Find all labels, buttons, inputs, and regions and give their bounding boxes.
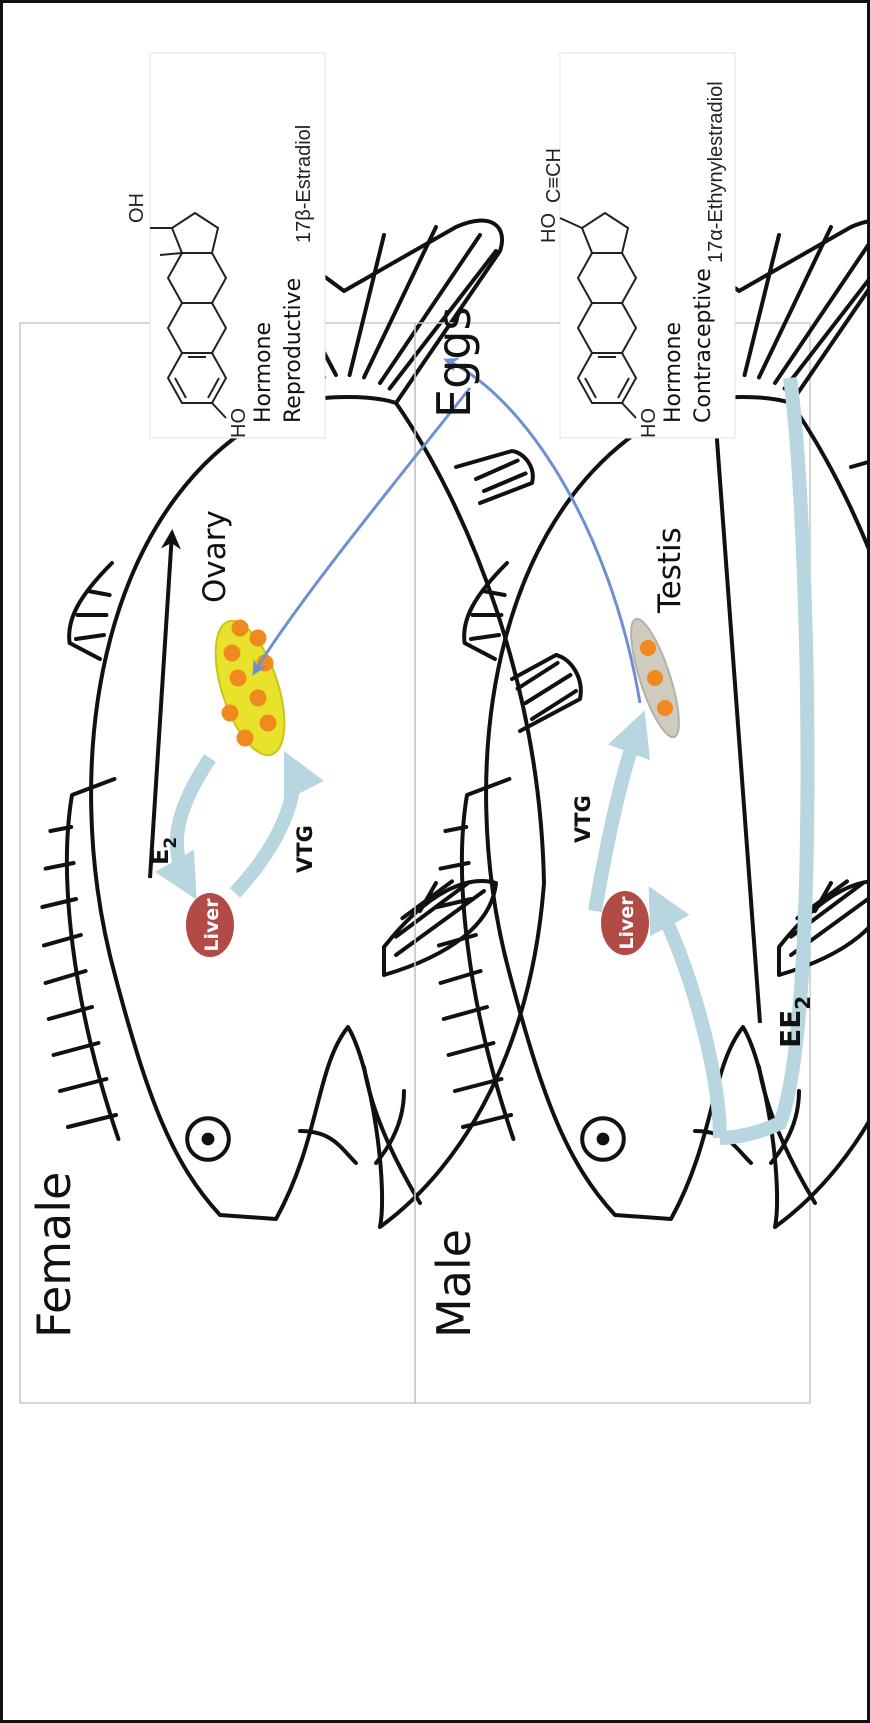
male-title: Male	[427, 1229, 481, 1338]
estradiol-caption-line1: Reproductive	[281, 278, 306, 423]
ee2-molecule-arrow	[710, 345, 760, 1023]
liver-label-male: Liver	[616, 896, 638, 950]
ethynylestradiol-caption-line2: Hormone	[661, 322, 686, 423]
liver-label-female: Liver	[201, 898, 223, 952]
ee2-to-liver-arrow	[655, 898, 720, 1138]
vtg-flow-arrow-female	[235, 763, 293, 893]
fish-eye-icon	[597, 1133, 610, 1146]
ethynylestradiol-ho-left: HO	[638, 408, 660, 438]
ovary-label: Ovary	[197, 510, 233, 603]
ethynylestradiol-ho-top: HO	[538, 213, 560, 243]
e2-flow-arrow	[177, 758, 210, 888]
ethynylestradiol-ethynyl: C≡CH	[543, 148, 565, 203]
testis-label: Testis	[652, 527, 688, 614]
eggs-label: Eggs	[427, 307, 481, 418]
estradiol-ho-left: HO	[228, 408, 250, 438]
fish-eye-icon	[202, 1133, 215, 1146]
vtg-flow-arrow-male	[595, 723, 640, 911]
estradiol-caption-line2: Hormone	[251, 322, 276, 423]
estradiol-name: 17β-Estradiol	[293, 125, 315, 243]
ethynylestradiol-molecule: HO C≡CH HO Contraceptive Hormone 17α-Eth…	[538, 53, 735, 438]
ethynylestradiol-caption-line1: Contraceptive	[691, 268, 716, 423]
female-title: Female	[27, 1172, 81, 1338]
ethynylestradiol-name: 17α-Ethynylestradiol	[705, 81, 727, 263]
e2-to-molecule-arrow	[150, 533, 172, 878]
estradiol-molecule: OH HO Reproductive Hormone 17β-Estradiol	[126, 53, 325, 438]
ee2-label: EE2	[774, 996, 815, 1048]
vtg-label-male: VTG	[571, 795, 595, 843]
estradiol-oh-top: OH	[126, 193, 148, 223]
vtg-label-female: VTG	[293, 825, 317, 873]
